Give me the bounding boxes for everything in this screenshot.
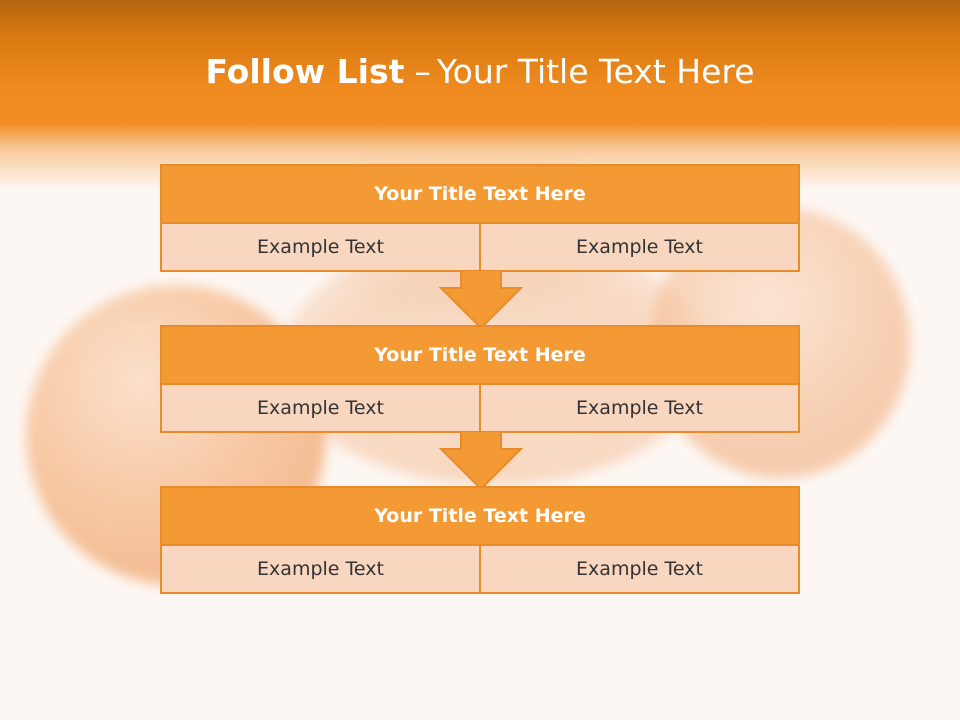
block-cell-right: Example Text	[479, 385, 798, 431]
block-row: Example Text Example Text	[162, 546, 798, 592]
flow-block-2: Your Title Text Here Example Text Exampl…	[160, 325, 800, 433]
block-title: Your Title Text Here	[162, 166, 798, 224]
down-arrow-icon	[439, 270, 523, 330]
flow-block-3: Your Title Text Here Example Text Exampl…	[160, 486, 800, 594]
block-cell-left: Example Text	[162, 546, 479, 592]
block-row: Example Text Example Text	[162, 224, 798, 270]
block-row: Example Text Example Text	[162, 385, 798, 431]
block-cell-left: Example Text	[162, 385, 479, 431]
slide-title-separator: –	[414, 52, 431, 91]
block-title: Your Title Text Here	[162, 488, 798, 546]
slide-title-bold: Follow List	[205, 52, 405, 91]
block-cell-right: Example Text	[479, 224, 798, 270]
flow-block-1: Your Title Text Here Example Text Exampl…	[160, 164, 800, 272]
down-arrow-icon	[439, 431, 523, 491]
block-title: Your Title Text Here	[162, 327, 798, 385]
slide-title-rest: Your Title Text Here	[436, 52, 755, 91]
block-cell-right: Example Text	[479, 546, 798, 592]
header-band	[0, 0, 960, 190]
block-cell-left: Example Text	[162, 224, 479, 270]
slide-title: Follow List–Your Title Text Here	[0, 52, 960, 91]
